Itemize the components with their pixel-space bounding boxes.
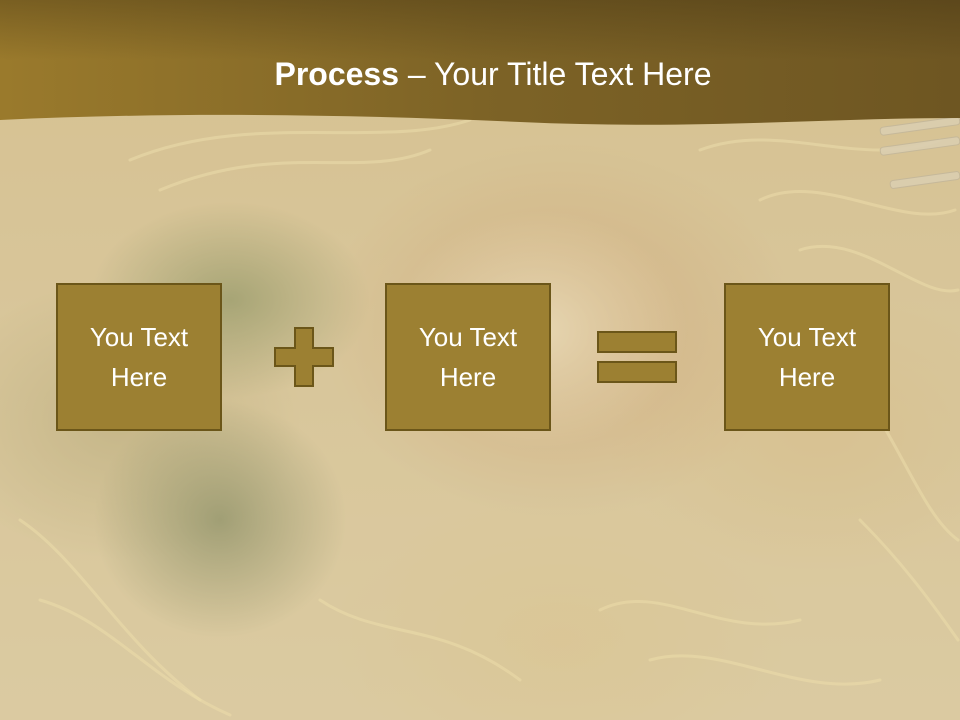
process-box-2-line1: You Text bbox=[418, 322, 518, 352]
process-box-2-text: You Text Here bbox=[398, 317, 538, 397]
title-bold-text: Process bbox=[274, 56, 400, 92]
process-box-3: You Text Here bbox=[724, 283, 890, 431]
plus-icon bbox=[274, 327, 334, 387]
process-box-3-line2: Here bbox=[778, 362, 836, 392]
title-rest-text: – Your Title Text Here bbox=[399, 56, 712, 92]
process-box-1-line2: Here bbox=[110, 362, 168, 392]
process-box-2-line2: Here bbox=[439, 362, 497, 392]
slide-title: Process – Your Title Text Here bbox=[0, 52, 960, 96]
equals-icon bbox=[597, 331, 677, 383]
process-box-1-text: You Text Here bbox=[69, 317, 209, 397]
process-box-3-text: You Text Here bbox=[737, 317, 877, 397]
title-band bbox=[0, 0, 960, 125]
process-box-1: You Text Here bbox=[56, 283, 222, 431]
process-box-3-line1: You Text bbox=[757, 322, 857, 352]
process-box-2: You Text Here bbox=[385, 283, 551, 431]
process-box-1-line1: You Text bbox=[89, 322, 189, 352]
